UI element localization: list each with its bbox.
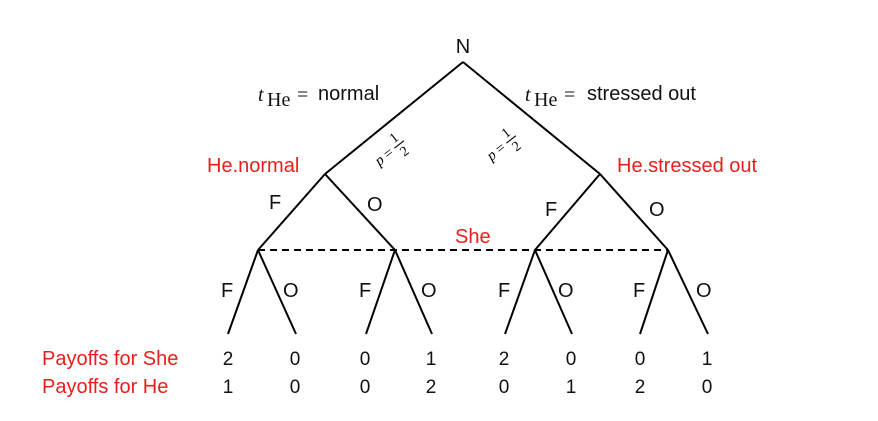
type-value: stressed out: [587, 83, 696, 105]
payoffs-he-label: Payoffs for He: [42, 376, 168, 398]
type-eq: =: [297, 84, 308, 106]
prob-label-left: p = 1 2: [371, 131, 413, 171]
payoff-she-1: 2: [223, 349, 234, 370]
payoff-she-8: 1: [702, 349, 713, 370]
she-action-1-o: O: [283, 280, 299, 302]
edge-she-1-o: [257, 249, 297, 335]
payoff-she-6: 0: [566, 349, 577, 370]
he-action-stressed-f: F: [545, 199, 557, 221]
he-stressed-label: He.stressed out: [617, 155, 758, 177]
prob-bar: [506, 135, 517, 144]
payoff-she-5: 2: [499, 349, 510, 370]
prob-den: 2: [398, 144, 413, 160]
she-action-3-f: F: [498, 280, 510, 302]
edge-she-4-o: [667, 249, 709, 335]
type-sub: He: [267, 89, 290, 111]
she-action-4-f: F: [633, 280, 645, 302]
edge-she-3-f: [504, 249, 536, 335]
prob-bar: [394, 140, 405, 149]
payoff-he-5: 0: [499, 377, 510, 398]
payoff-he-1: 1: [223, 377, 234, 398]
edge-root-normal: [324, 61, 464, 175]
edge-root-stressed: [462, 61, 601, 175]
prob-den: 2: [510, 139, 525, 155]
prob-label-right: p = 1 2: [483, 126, 525, 166]
she-action-1-f: F: [221, 280, 233, 302]
edge-stressed-o: [599, 173, 669, 251]
type-label-stressed: t He = stressed out: [525, 83, 696, 111]
payoff-she-4: 1: [426, 349, 437, 370]
she-action-3-o: O: [558, 280, 574, 302]
edge-she-1-f: [227, 249, 259, 335]
root-label: N: [456, 36, 470, 58]
payoff-he-4: 2: [426, 377, 437, 398]
edge-she-2-o: [394, 249, 433, 335]
type-eq: =: [564, 84, 575, 106]
payoff-he-8: 0: [702, 377, 713, 398]
edge-she-3-o: [534, 249, 573, 335]
type-sub: He: [534, 89, 557, 111]
edge-stressed-f: [534, 173, 601, 251]
she-label: She: [455, 226, 491, 248]
she-action-4-o: O: [696, 280, 712, 302]
payoffs-she-label: Payoffs for She: [42, 348, 178, 370]
payoff-she-7: 0: [635, 349, 646, 370]
type-label-normal: t He = normal: [258, 83, 379, 111]
he-action-stressed-o: O: [649, 199, 665, 221]
she-action-2-o: O: [421, 280, 437, 302]
edge-normal-o: [324, 173, 396, 251]
payoff-he-2: 0: [290, 377, 301, 398]
edge-she-4-f: [639, 249, 669, 335]
type-value: normal: [318, 83, 379, 105]
edge-normal-f: [257, 173, 326, 251]
type-var: t: [258, 84, 264, 106]
she-action-2-f: F: [359, 280, 371, 302]
he-normal-label: He.normal: [207, 155, 299, 177]
edge-she-2-f: [365, 249, 396, 335]
he-action-normal-f: F: [269, 192, 281, 214]
payoff-he-3: 0: [360, 377, 371, 398]
type-var: t: [525, 84, 531, 106]
payoff-she-3: 0: [360, 349, 371, 370]
payoff-she-2: 0: [290, 349, 301, 370]
he-action-normal-o: O: [367, 194, 383, 216]
payoff-he-6: 1: [566, 377, 577, 398]
payoff-he-7: 2: [635, 377, 646, 398]
